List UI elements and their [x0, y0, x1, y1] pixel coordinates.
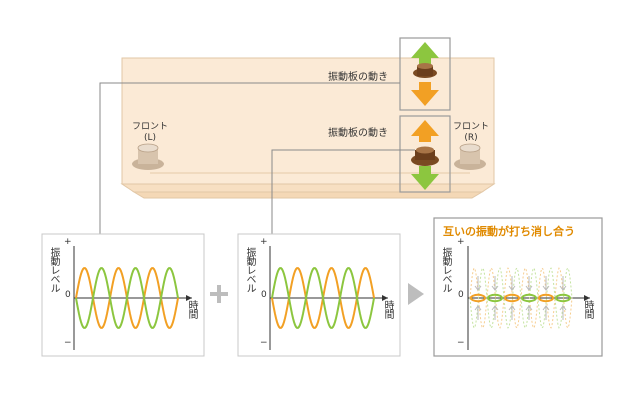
graph2-zero: 0 [261, 290, 267, 300]
diaphragm-bottom [399, 115, 451, 193]
graph3-zero: 0 [458, 290, 464, 300]
graph3-cancel-loop [470, 293, 486, 303]
speaker-right-icon [454, 143, 486, 170]
graph3-down-arrow-icon [491, 276, 499, 291]
graph3-up-arrow-icon [559, 305, 567, 320]
graph3-cancel-loop [504, 293, 520, 303]
graph3-down-arrow-icon [508, 276, 516, 291]
graph3-cancel-loop [555, 293, 571, 303]
graph3-down-arrow-icon [542, 276, 550, 291]
graph3-up-arrow-icon [508, 305, 516, 320]
graph3-cancel-loop [487, 293, 503, 303]
soundbar [120, 57, 496, 199]
diaphragm-top-label: 振動板の動き [328, 72, 388, 83]
graph1-xlabel: 時間 [186, 300, 197, 318]
front-left-label: フロント (L) [131, 122, 168, 143]
graph3-up-arrow-icon [491, 305, 499, 320]
graph2-x-arrow [382, 295, 388, 301]
graph3-down-arrow-icon [474, 276, 482, 291]
arrow-up-down-green-icon [411, 42, 439, 64]
graph3-down-arrow-icon [559, 276, 567, 291]
graph3-up-arrow-icon [542, 305, 550, 320]
graph1-plus: + [64, 237, 72, 247]
graph3-up-arrow-icon [474, 305, 482, 320]
graph3-cancel-loop [521, 293, 537, 303]
graph1-minus: − [64, 338, 72, 348]
graph2-xlabel: 時間 [382, 300, 393, 318]
graph3-cancel-loop [538, 293, 554, 303]
graph3-minus: − [457, 338, 465, 348]
leader-lines [99, 82, 415, 234]
graph3-plus: + [457, 237, 465, 247]
diaphragm-bottom-label: 振動板の動き [328, 128, 388, 139]
graph1-green-wave [75, 267, 179, 329]
graph3-down-arrow-icon [525, 276, 533, 291]
graph-frame-right [433, 217, 603, 357]
graph3-up-arrow-icon [525, 305, 533, 320]
graph2-minus: − [260, 338, 268, 348]
cancel-title: 互いの振動が打ち消し合う [443, 225, 575, 238]
graph3-ylabel: 振動レベル [440, 247, 451, 292]
graph1-ylabel: 振動レベル [48, 247, 59, 292]
graphs-group [73, 246, 590, 350]
graph2-plus: + [260, 237, 268, 247]
speaker-left-icon [132, 143, 164, 170]
front-right-label: フロント (R) [452, 122, 489, 143]
diaphragm-top [399, 37, 451, 111]
graph1-x-arrow [186, 295, 192, 301]
graph1-zero: 0 [65, 290, 71, 300]
graph3-xlabel: 時間 [582, 300, 593, 318]
graph3-x-arrow [584, 295, 590, 301]
graph2-green-wave [271, 267, 375, 329]
plus-operator-icon [210, 285, 228, 303]
arrow-up-down-orange-icon [411, 120, 439, 142]
play-arrow-icon [408, 283, 424, 305]
graph2-ylabel: 振動レベル [244, 247, 255, 292]
